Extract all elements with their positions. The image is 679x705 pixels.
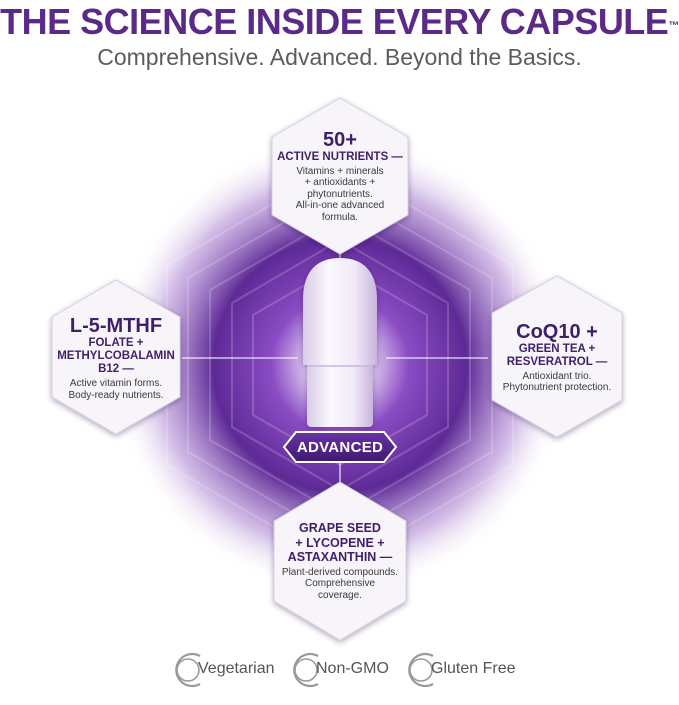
hex-methylfolate: L-5-MTHF FOLATE + METHYLCOBALAMIN B12 — … xyxy=(52,300,180,416)
desc-line: coverage. xyxy=(318,589,362,601)
hex-coq10: CoQ10 + GREEN TEA + RESVERATROL — Antiox… xyxy=(492,300,622,414)
subhead-line: RESVERATROL — xyxy=(506,355,608,368)
desc-line: Plant-derived compounds. xyxy=(281,566,399,578)
hex-top-subhead: ACTIVE NUTRIENTS — xyxy=(277,150,403,163)
hex-bottom-description: Plant-derived compounds. Comprehensive c… xyxy=(282,567,398,602)
cert-gluten-free: Gluten Free xyxy=(431,652,515,686)
subhead-line: FOLATE + xyxy=(88,337,144,349)
hex-bottom-subhead: GRAPE SEED + LYCOPENE + ASTAXANTHIN — xyxy=(288,521,393,565)
hex-right-subhead: GREEN TEA + RESVERATROL — xyxy=(507,343,608,369)
capsule-graphic xyxy=(303,258,377,427)
desc-line: Phytonutrient protection. xyxy=(502,382,612,393)
page-subtitle: Comprehensive. Advanced. Beyond the Basi… xyxy=(97,44,582,70)
title-text: THE SCIENCE INSIDE EVERY CAPSULE xyxy=(0,1,669,42)
hex-top-headline: 50+ xyxy=(323,128,357,151)
advanced-badge-shape xyxy=(282,431,398,463)
desc-line: All-in-one advanced xyxy=(295,200,385,212)
subhead-line: GREEN TEA + xyxy=(518,342,596,355)
desc-line: Body-ready nutrients. xyxy=(68,389,164,401)
desc-line: + antioxidants + xyxy=(304,177,376,189)
trademark-symbol: ™ xyxy=(668,20,679,32)
desc-line: Vitamins + minerals xyxy=(296,165,384,177)
hex-left-headline: L-5-MTHF xyxy=(69,315,163,337)
cert-rings xyxy=(175,652,434,688)
subhead-line: B12 — xyxy=(98,363,134,375)
subhead-line: METHYLCOBALAMIN xyxy=(57,350,175,362)
hex-grape-seed: GRAPE SEED + LYCOPENE + ASTAXANTHIN — Pl… xyxy=(274,508,406,614)
gluten-free-label: Gluten Free xyxy=(431,660,516,677)
desc-line: phytonutrients. xyxy=(307,188,373,200)
subhead-line: + LYCOPENE + xyxy=(295,535,385,550)
cert-vegetarian: Vegetarian xyxy=(198,652,275,686)
hex-top-description: Vitamins + minerals + antioxidants + phy… xyxy=(296,166,384,224)
desc-line: formula. xyxy=(321,211,359,223)
cert-non-gmo: Non-GMO xyxy=(316,652,389,686)
hex-panels xyxy=(51,97,623,641)
desc-line: Comprehensive xyxy=(304,578,376,589)
desc-line: Antioxidant trio. xyxy=(522,370,592,382)
hex-left-subhead: FOLATE + METHYLCOBALAMIN B12 — xyxy=(57,337,175,376)
vegetarian-label: Vegetarian xyxy=(198,660,275,677)
hex-active-nutrients: 50+ ACTIVE NUTRIENTS — Vitamins + minera… xyxy=(272,116,408,236)
hex-right-description: Antioxidant trio. Phytonutrient protecti… xyxy=(503,371,611,394)
advanced-badge: ADVANCED xyxy=(296,438,384,456)
hex-right-headline: CoQ10 + xyxy=(516,320,598,343)
page-title: THE SCIENCE INSIDE EVERY CAPSULE™ xyxy=(0,2,679,42)
subhead-line: ASTAXANTHIN — xyxy=(287,550,393,564)
subhead-line: GRAPE SEED xyxy=(299,521,381,535)
non-gmo-label: Non-GMO xyxy=(316,660,389,677)
desc-line: Active vitamin forms. xyxy=(69,378,163,389)
hex-left-description: Active vitamin forms. Body-ready nutrien… xyxy=(68,378,163,401)
